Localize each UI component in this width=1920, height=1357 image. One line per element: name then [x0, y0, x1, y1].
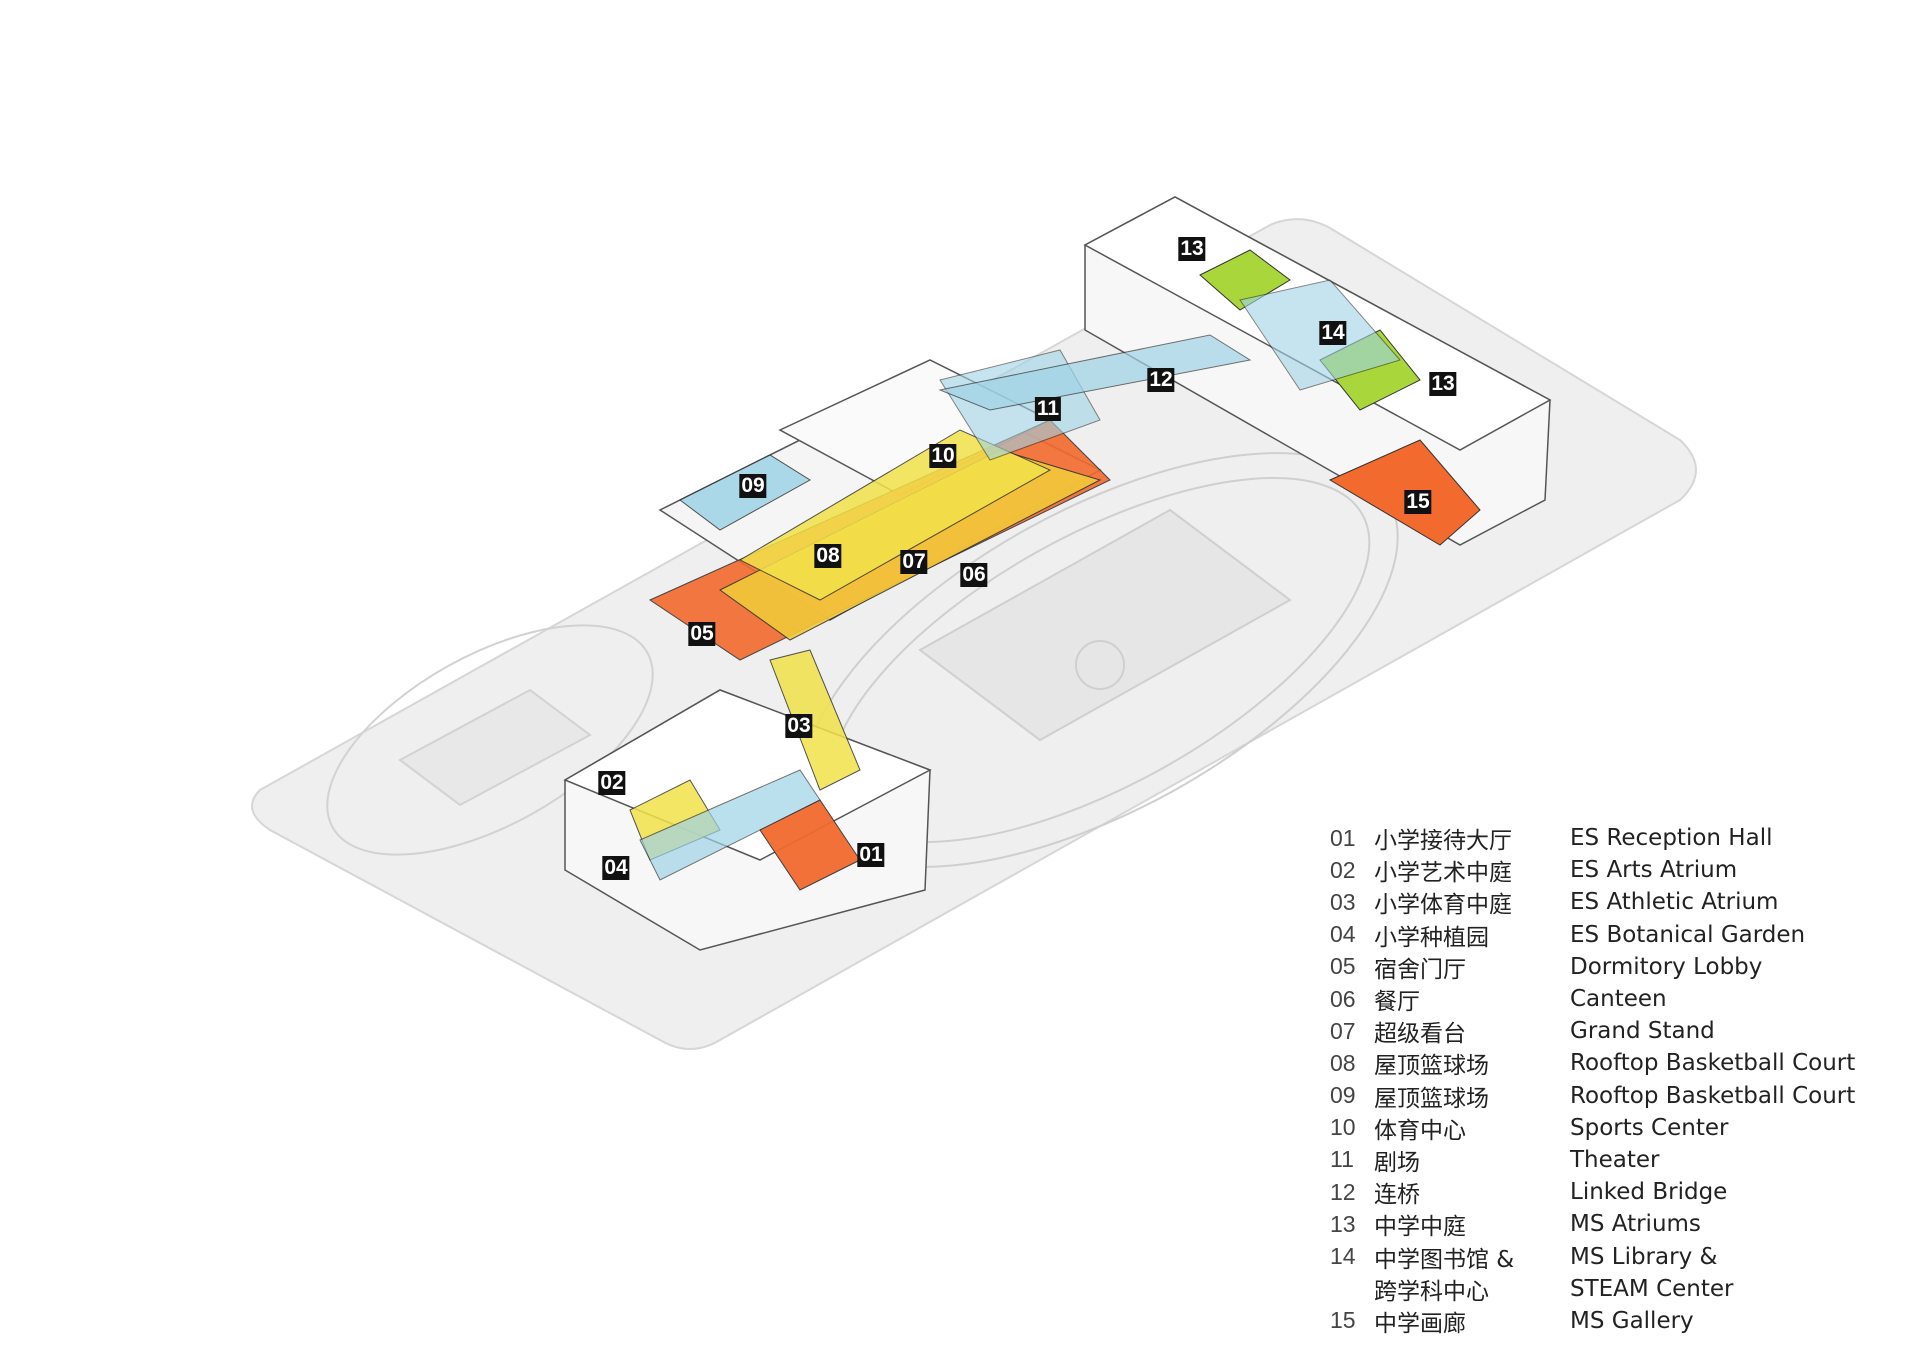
- legend-english: ES Athletic Atrium: [1570, 889, 1779, 916]
- legend-number: 03: [1330, 888, 1356, 915]
- tag-07: 07: [900, 550, 928, 574]
- tag-12: 12: [1147, 368, 1175, 392]
- legend-number: 01: [1330, 824, 1356, 851]
- legend-english: MS Library &: [1570, 1243, 1718, 1270]
- legend-item: 13 中学中庭 MS Atriums: [1330, 1208, 1855, 1241]
- tag-06: 06: [960, 563, 988, 587]
- tag-08: 08: [814, 544, 842, 568]
- legend-english: ES Arts Atrium: [1570, 857, 1738, 884]
- tag-03: 03: [785, 714, 813, 738]
- legend-item: 01 小学接待大厅 ES Reception Hall: [1330, 822, 1855, 855]
- tag-04: 04: [602, 856, 630, 880]
- bridge-volume: [938, 334, 1252, 411]
- legend-number: 08: [1330, 1049, 1356, 1076]
- tag-01: 01: [857, 843, 885, 867]
- legend-chinese: 小学艺术中庭: [1374, 860, 1512, 887]
- legend-english: Linked Bridge: [1570, 1179, 1728, 1206]
- tag-13a: 13: [1178, 237, 1206, 261]
- legend-chinese: 连桥: [1374, 1182, 1420, 1209]
- legend-number: 13: [1330, 1210, 1356, 1237]
- legend-english: Canteen: [1570, 986, 1667, 1013]
- legend-item: 14 中学图书馆 & MS Library &: [1330, 1240, 1855, 1273]
- legend-english: Dormitory Lobby: [1570, 953, 1763, 980]
- tag-11: 11: [1034, 397, 1062, 421]
- legend-chinese: 屋顶篮球场: [1374, 1085, 1489, 1112]
- legend-chinese: 中学画廊: [1374, 1310, 1466, 1337]
- legend-number: 06: [1330, 985, 1356, 1012]
- legend-number: 09: [1330, 1082, 1356, 1109]
- legend-english: ES Botanical Garden: [1570, 921, 1806, 948]
- legend-item: 02 小学艺术中庭 ES Arts Atrium: [1330, 854, 1855, 887]
- es-athletic-path: [769, 649, 861, 791]
- legend-item: 15 中学画廊 MS Gallery: [1330, 1305, 1855, 1337]
- legend-number: 11: [1330, 1146, 1354, 1173]
- legend-english: STEAM Center: [1570, 1275, 1734, 1302]
- small-track-field: [326, 624, 654, 856]
- tag-15: 15: [1404, 490, 1432, 514]
- legend-chinese: 中学中庭: [1374, 1214, 1466, 1241]
- legend-chinese: 餐厅: [1374, 989, 1420, 1016]
- tag-09: 09: [739, 474, 767, 498]
- legend-chinese: 宿舍门厅: [1374, 956, 1466, 983]
- ms-atrium-green-1: [1199, 249, 1291, 311]
- legend-item: 09 屋顶篮球场 Rooftop Basketball Court: [1330, 1080, 1855, 1112]
- legend-number: 04: [1330, 921, 1356, 948]
- legend-chinese: 体育中心: [1374, 1117, 1466, 1144]
- legend-item: 11 剧场 Theater: [1330, 1144, 1855, 1176]
- tag-02: 02: [598, 771, 626, 795]
- tag-05: 05: [688, 622, 716, 646]
- legend-item: 03 小学体育中庭 ES Athletic Atrium: [1330, 886, 1855, 919]
- legend-english: Rooftop Basketball Court: [1570, 1050, 1856, 1077]
- legend-item: 08 屋顶篮球场 Rooftop Basketball Court: [1330, 1047, 1856, 1080]
- legend-english: MS Atriums: [1570, 1211, 1701, 1238]
- legend-chinese: 超级看台: [1374, 1021, 1466, 1048]
- tag-13b: 13: [1429, 372, 1457, 396]
- legend-english: Rooftop Basketball Court: [1570, 1082, 1856, 1109]
- legend-english: Grand Stand: [1570, 1018, 1715, 1045]
- legend-chinese: 小学接待大厅: [1374, 828, 1512, 855]
- legend-item: 12 连桥 Linked Bridge: [1330, 1176, 1855, 1209]
- legend-number: 15: [1330, 1307, 1356, 1334]
- legend-number: 07: [1330, 1017, 1356, 1044]
- legend-item: 10 体育中心 Sports Center: [1330, 1112, 1855, 1144]
- legend-number: 02: [1330, 856, 1356, 883]
- legend-chinese: 小学种植园: [1374, 924, 1489, 951]
- legend-number: 10: [1330, 1114, 1356, 1141]
- legend-english: ES Reception Hall: [1570, 825, 1773, 852]
- legend: 01 小学接待大厅 ES Reception Hall 02 小学艺术中庭 ES Arts…: [1330, 822, 1855, 1337]
- legend-chinese: 剧场: [1374, 1149, 1420, 1176]
- legend-item: 跨学科中心 STEAM Center: [1330, 1273, 1855, 1305]
- legend-chinese: 小学体育中庭: [1374, 892, 1512, 919]
- tag-10: 10: [929, 444, 957, 468]
- legend-number: 05: [1330, 953, 1356, 980]
- legend-english: Theater: [1570, 1146, 1660, 1173]
- legend-item: 07 超级看台 Grand Stand: [1330, 1015, 1855, 1048]
- legend-number: 12: [1330, 1178, 1356, 1205]
- legend-chinese: 中学图书馆 &: [1374, 1246, 1515, 1273]
- legend-english: MS Gallery: [1570, 1307, 1694, 1334]
- legend-chinese: 跨学科中心: [1374, 1278, 1489, 1305]
- legend-chinese: 屋顶篮球场: [1374, 1053, 1489, 1080]
- legend-number: 14: [1330, 1243, 1356, 1270]
- tag-14: 14: [1319, 321, 1347, 345]
- legend-item: 04 小学种植园 ES Botanical Garden: [1330, 919, 1855, 951]
- legend-english: Sports Center: [1570, 1114, 1729, 1141]
- legend-item: 05 宿舍门厅 Dormitory Lobby: [1330, 951, 1855, 983]
- legend-item: 06 餐厅 Canteen: [1330, 983, 1855, 1016]
